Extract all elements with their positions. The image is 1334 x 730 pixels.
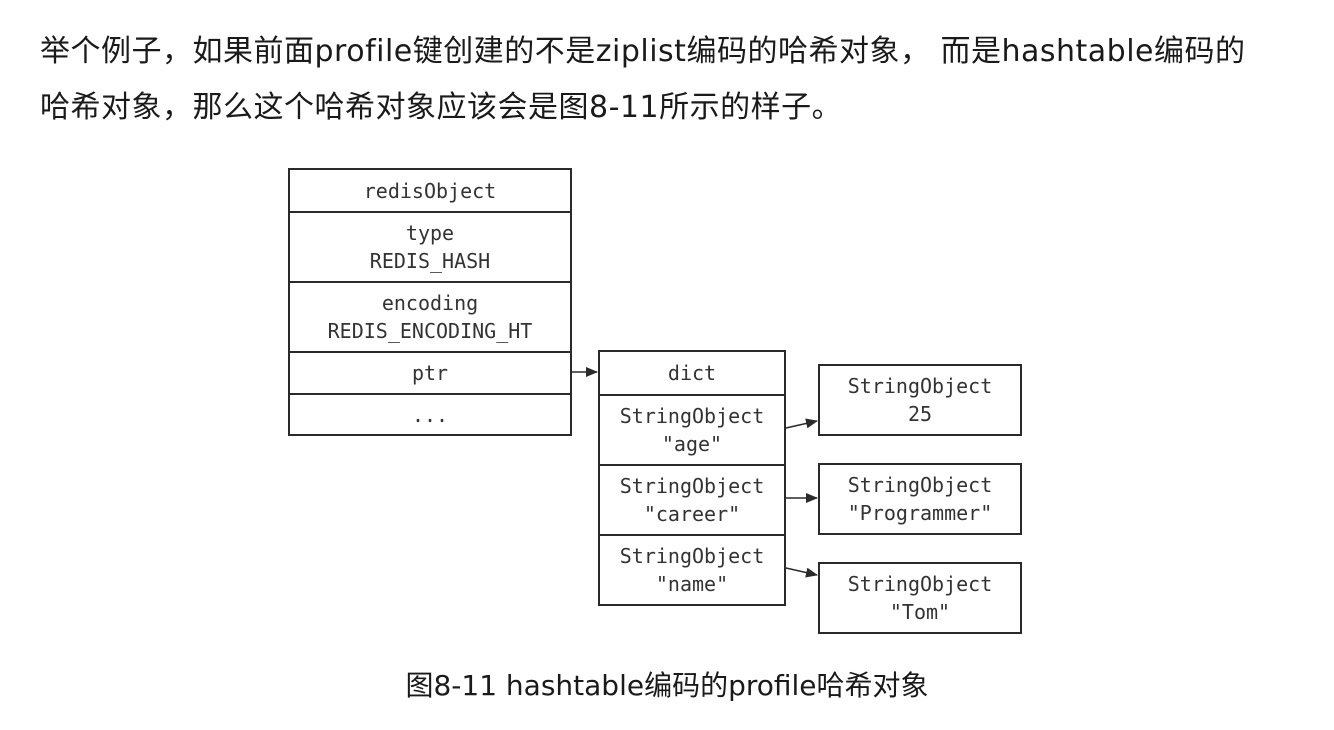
redis-object-ptr-cell: ptr (290, 351, 570, 393)
ellipsis-label: ... (411, 402, 449, 427)
type-label: type (405, 221, 455, 245)
redis-object-encoding-cell: encoding REDIS_ENCODING_HT (290, 281, 570, 351)
intro-paragraph: 举个例子，如果前面profile键创建的不是ziplist编码的哈希对象， 而是… (40, 24, 1300, 136)
arrow-age-to-value (785, 418, 818, 429)
dict-key-career: StringObject "career" (600, 464, 784, 534)
redis-object-ellipsis-cell: ... (290, 393, 570, 434)
value-career-value: "Programmer" (847, 501, 993, 525)
redis-object-header-label: redisObject (363, 178, 497, 203)
encoding-value: REDIS_ENCODING_HT (327, 319, 533, 343)
intro-line-1: 举个例子，如果前面profile键创建的不是ziplist编码的哈希对象， 而是… (40, 34, 1246, 69)
value-age-value: 25 (907, 402, 933, 426)
value-name-cell: StringObject "Tom" (820, 564, 1020, 632)
value-age-cell: StringObject 25 (820, 366, 1020, 434)
figure-caption: 图8-11 hashtable编码的profile哈希对象 (405, 669, 929, 702)
value-name-type: StringObject (847, 572, 993, 596)
dict-header-label: dict (667, 361, 717, 385)
ptr-label: ptr (411, 361, 449, 385)
value-career-cell: StringObject "Programmer" (820, 465, 1020, 533)
value-age-type: StringObject (847, 374, 993, 398)
arrow-name-to-value (785, 567, 818, 578)
type-value: REDIS_HASH (369, 249, 491, 273)
encoding-label: encoding (381, 291, 479, 315)
value-name-value: "Tom" (889, 600, 951, 624)
dict-key-age: StringObject "age" (600, 394, 784, 464)
dict-key-career-type: StringObject (619, 474, 765, 498)
dict-box: dict StringObject "age" StringObject "ca… (598, 350, 786, 606)
intro-line-2: 哈希对象，那么这个哈希对象应该会是图8-11所示的样子。 (40, 90, 843, 125)
redis-object-box: redisObject type REDIS_HASH encoding RED… (288, 168, 572, 436)
value-box-name: StringObject "Tom" (818, 562, 1022, 634)
dict-header: dict (600, 352, 784, 394)
redis-object-type-cell: type REDIS_HASH (290, 211, 570, 281)
dict-key-name-type: StringObject (619, 544, 765, 568)
dict-key-career-value: "career" (643, 502, 741, 526)
value-career-type: StringObject (847, 473, 993, 497)
value-box-age: StringObject 25 (818, 364, 1022, 436)
dict-key-name-value: "name" (655, 572, 729, 596)
redis-object-header: redisObject (290, 170, 570, 211)
dict-key-age-type: StringObject (619, 404, 765, 428)
dict-key-name: StringObject "name" (600, 534, 784, 604)
value-box-career: StringObject "Programmer" (818, 463, 1022, 535)
dict-key-age-value: "age" (661, 432, 723, 456)
